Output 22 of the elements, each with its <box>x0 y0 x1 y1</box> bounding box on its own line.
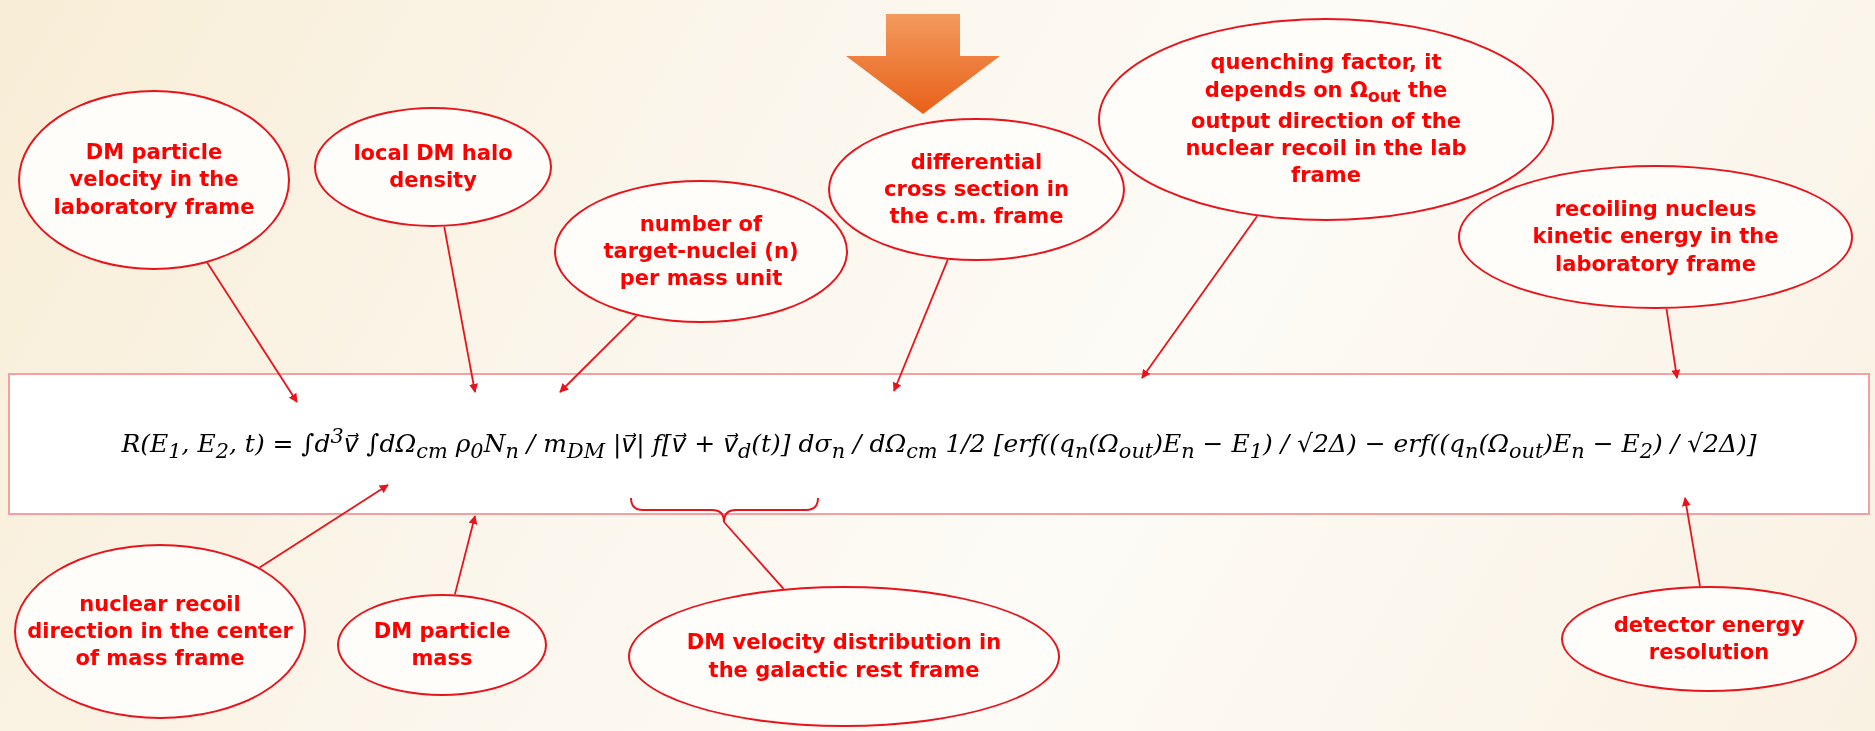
callout-text: recoiling nucleus kinetic energy in the laboratory frame <box>1531 196 1780 278</box>
equation: R(E$_{1}$, E$_{2}$, t) = ∫d$^{3}$v⃗ ∫dΩ$_{cm}$ ρ$_{0}$N$_{n}$ / m$_{DM}$ |v⃗| f[v⃗ + v⃗$_{d}$(t)] dσ$_{n}$ / dΩ$_{cm}$ 1/2 [erf((q$_{n}$(Ω$_{out}$)E$_{n}$ − E$_{1}$) / √2Δ) − erf((q$_{n}$(Ω$_{out}$)E$_{n}$ − E$_{2}$) / √2Δ)] <box>121 424 1757 464</box>
leader-line <box>258 484 389 569</box>
callout-text: detector energy resolution <box>1612 611 1806 666</box>
equation-box <box>8 373 1870 515</box>
leader-line <box>559 314 638 393</box>
callout-text: number of target-nuclei (n) per mass unit <box>602 210 800 293</box>
callout-text: DM particle mass <box>372 617 512 672</box>
leader-line <box>1141 215 1258 379</box>
callout-text: local DM halo density <box>352 139 514 194</box>
leader-line <box>892 258 949 392</box>
callout-text: nuclear recoil direction in the center of mass frame <box>26 590 294 673</box>
leader-line <box>1681 497 1701 587</box>
callout-text: quenching factor, it depends on Ω$_{out}$ the output direction of the nuclear recoil in the lab frame <box>1184 49 1468 190</box>
leader-line <box>454 515 478 596</box>
leader-line <box>443 225 478 393</box>
callout-text: differential cross section in the c.m. frame <box>883 148 1070 231</box>
leader-line <box>723 521 785 590</box>
callout-text: DM particle velocity in the laboratory frame <box>52 139 256 221</box>
leader-line <box>1665 308 1681 379</box>
leader-line <box>206 261 298 403</box>
callout-text: DM velocity distribution in the galactic rest frame <box>685 629 1003 684</box>
